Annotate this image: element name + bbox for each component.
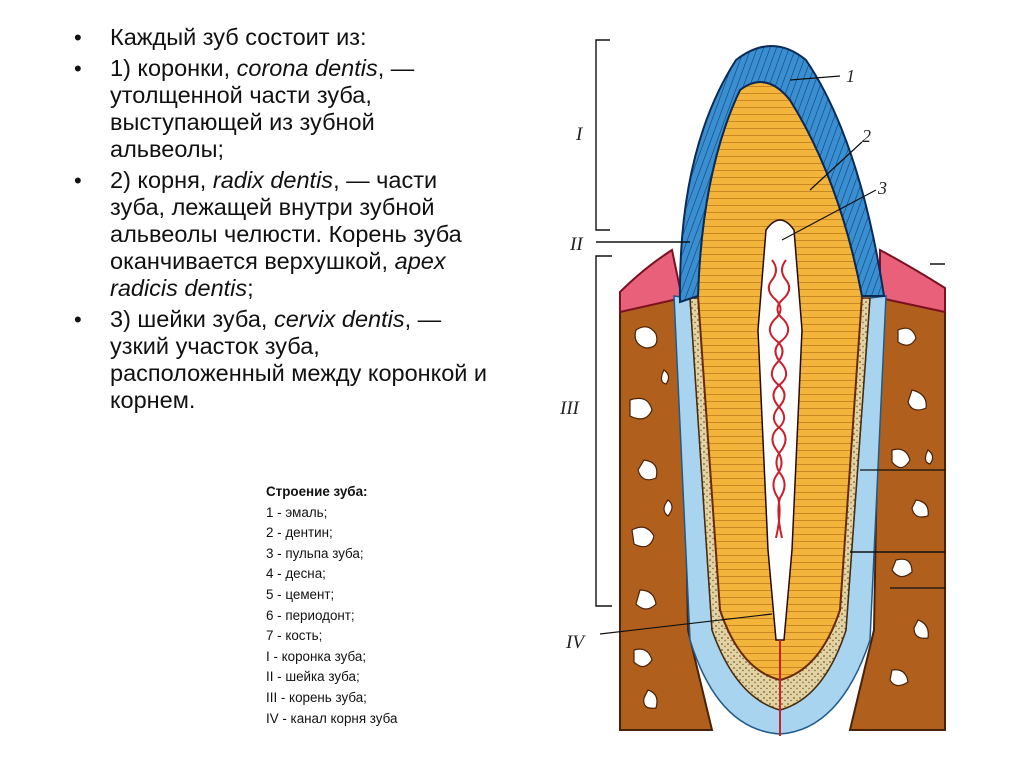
bullet-root: • 2) корня, radix dentis, — части зуба, л… <box>74 167 494 302</box>
bracket-root <box>595 255 612 607</box>
label-2: 2 <box>862 126 871 146</box>
bullet-dot: • <box>74 56 82 81</box>
leader-1 <box>789 75 841 81</box>
legend-item: I - коронка зуба; <box>266 648 367 664</box>
bullet-text: 2) корня, <box>110 167 213 193</box>
legend-item: 3 - пульпа зуба; <box>266 545 364 561</box>
legend-item: 4 - десна; <box>266 566 326 582</box>
bullet-text: , — узкий участок зуба, расположенный ме… <box>110 306 488 413</box>
latin-term: corona dentis <box>236 55 378 81</box>
pulp <box>757 219 803 641</box>
leader-IV <box>599 613 773 635</box>
gum-right <box>879 248 946 314</box>
bullet-dot: • <box>74 307 82 332</box>
tooth-diagram: 1 2 3 I II III IV <box>559 39 946 736</box>
legend-item: 5 - цемент; <box>266 586 335 602</box>
label-3: 3 <box>877 178 887 198</box>
pulp-vessels <box>767 259 791 539</box>
legend-item: 6 - периодонт; <box>266 607 355 623</box>
leader-2 <box>809 141 863 191</box>
label-1: 1 <box>846 66 855 86</box>
bullet-intro: • Каждый зуб состоит из: <box>74 24 494 51</box>
bullet-text: , — утолщенной части зуба, выступающей и… <box>110 55 415 162</box>
legend-item: 7 - кость; <box>266 628 323 644</box>
legend-item: III - корень зуба; <box>266 689 367 705</box>
legend-title: Строение зуба: <box>266 484 368 499</box>
bracket-crown <box>595 39 610 231</box>
bullet-text: 1) коронки, <box>110 55 237 81</box>
bullet-neck: • 3) шейки зуба, cervix dentis, — узкий у… <box>74 306 494 414</box>
label-IV: IV <box>565 632 586 653</box>
bullet-crown: • 1) коронки, corona dentis, — утолщенной… <box>74 55 494 163</box>
latin-term: radix dentis <box>212 167 334 193</box>
latin-term: apex radicis dentis <box>110 248 446 301</box>
bullet-dot: • <box>74 25 82 50</box>
bullet-text: 3) шейки зуба, <box>110 306 274 332</box>
bullet-text: , — части зуба, лежащей внутри зубной ал… <box>110 167 462 274</box>
legend-item: II - шейка зуба; <box>266 669 360 685</box>
legend-item: 1 - эмаль; <box>266 504 328 520</box>
label-II: II <box>569 234 584 255</box>
figure-legend: Строение зуба: 1 - эмаль; 2 - дентин; 3 … <box>266 482 397 729</box>
label-I: I <box>575 124 584 145</box>
bullet-dot: • <box>74 168 82 193</box>
bullet-text: ; <box>247 275 254 301</box>
legend-item: IV - канал корня зуба <box>266 710 398 726</box>
label-III: III <box>559 398 581 419</box>
bullet-list: • Каждый зуб состоит из: • 1) коронки, cor… <box>74 24 494 418</box>
latin-term: cervix dentis <box>273 306 405 332</box>
legend-item: 2 - дентин; <box>266 525 333 541</box>
enamel <box>678 45 886 304</box>
gum-left <box>619 248 684 314</box>
leader-3 <box>781 189 877 241</box>
bullet-text: Каждый зуб состоит из: <box>110 24 367 50</box>
